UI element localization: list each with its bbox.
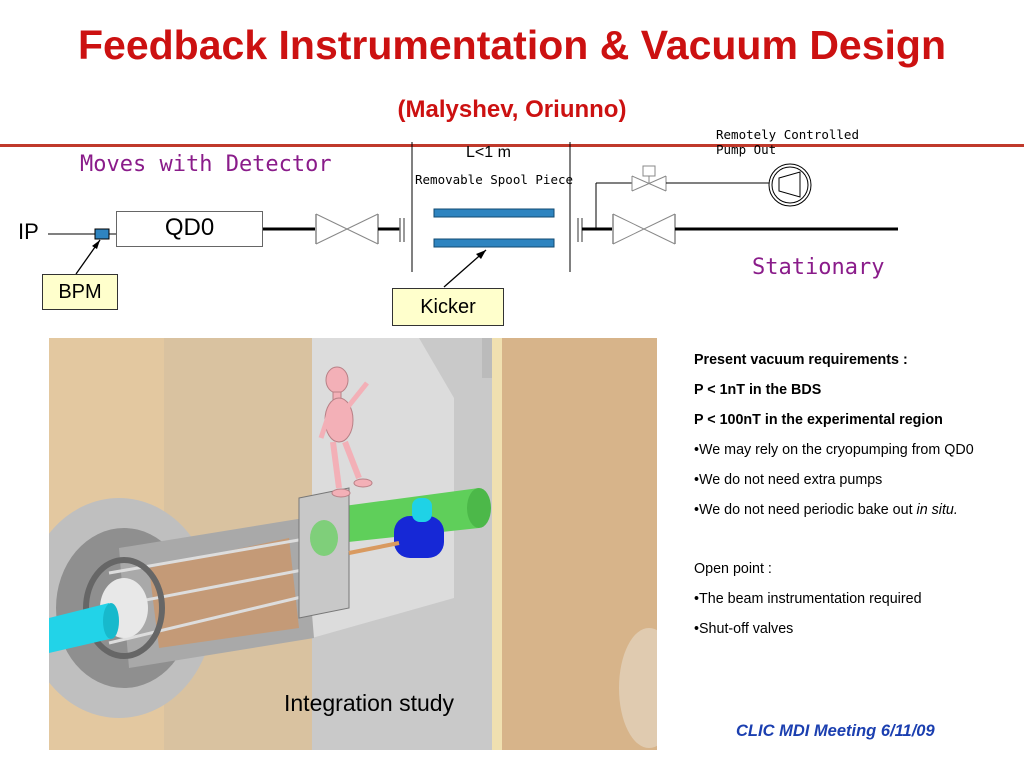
slide-title: Feedback Instrumentation & Vacuum Design (77, 22, 947, 68)
slide-subtitle: (Malyshev, Oriunno) (397, 96, 627, 123)
open-point-valves: •Shut-off valves (694, 621, 794, 637)
requirement-bds: P < 1nT in the BDS (694, 382, 822, 398)
kicker-plate-bottom (433, 238, 555, 248)
gate-valve-2 (612, 213, 676, 245)
open-point-instrumentation: •The beam instrumentation required (694, 591, 922, 607)
integration-illustration (49, 338, 657, 750)
gate-valve-1 (315, 213, 379, 245)
bpm-callout: BPM (42, 274, 118, 310)
integration-render (49, 338, 657, 750)
notes-heading: Present vacuum requirements : (694, 352, 908, 368)
kicker-plate-top (433, 208, 555, 218)
moves-with-detector-label: Moves with Detector (80, 152, 332, 177)
bpm-block (94, 228, 110, 240)
pump-out-label-line2: Pump Out (716, 142, 777, 157)
pump-icon (768, 163, 812, 207)
spool-piece-label: Removable Spool Piece (415, 172, 574, 187)
requirement-experimental: P < 100nT in the experimental region (694, 412, 943, 428)
ip-label: IP (18, 219, 39, 244)
beamline-schematic (0, 142, 1024, 288)
bullet-bake-out-italic: in situ. (916, 502, 958, 518)
stationary-label: Stationary (752, 255, 885, 280)
qd0-magnet: QD0 (116, 211, 263, 247)
title-rule (0, 144, 1024, 147)
bullet-extra-pumps: •We do not need extra pumps (694, 472, 883, 488)
bullet-bake-out-text: •We do not need periodic bake out (694, 502, 917, 518)
pump-out-label-line1: Remotely Controlled (716, 127, 859, 142)
bullet-cryopumping: •We may rely on the cryopumping from QD0 (694, 442, 974, 458)
bullet-bake-out: •We do not need periodic bake out in sit… (694, 502, 1019, 519)
kicker-callout: Kicker (392, 288, 504, 326)
vacuum-notes: Present vacuum requirements : P < 1nT in… (694, 352, 1019, 651)
length-label: L<1 m (466, 144, 511, 161)
pump-valve (631, 165, 667, 192)
open-point-heading: Open point : (694, 561, 772, 577)
pump-out-label: Remotely Controlled Pump Out (716, 127, 859, 157)
integration-caption: Integration study (284, 690, 455, 716)
mannequin-figure (318, 366, 373, 498)
footer-meeting: CLIC MDI Meeting 6/11/09 (736, 722, 935, 740)
